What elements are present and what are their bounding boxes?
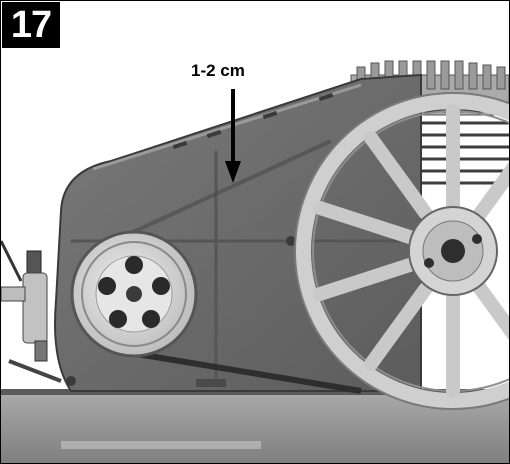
step-number-badge: 17: [2, 2, 60, 48]
belt-tension-label: 1-2 cm: [191, 61, 245, 80]
motor-pulley: [70, 230, 198, 358]
pressure-valve: [1, 240, 62, 383]
flywheel: [294, 92, 509, 410]
drive-belt: [130, 350, 362, 394]
down-arrow-icon: [225, 89, 241, 183]
guard-vents: [172, 92, 334, 150]
